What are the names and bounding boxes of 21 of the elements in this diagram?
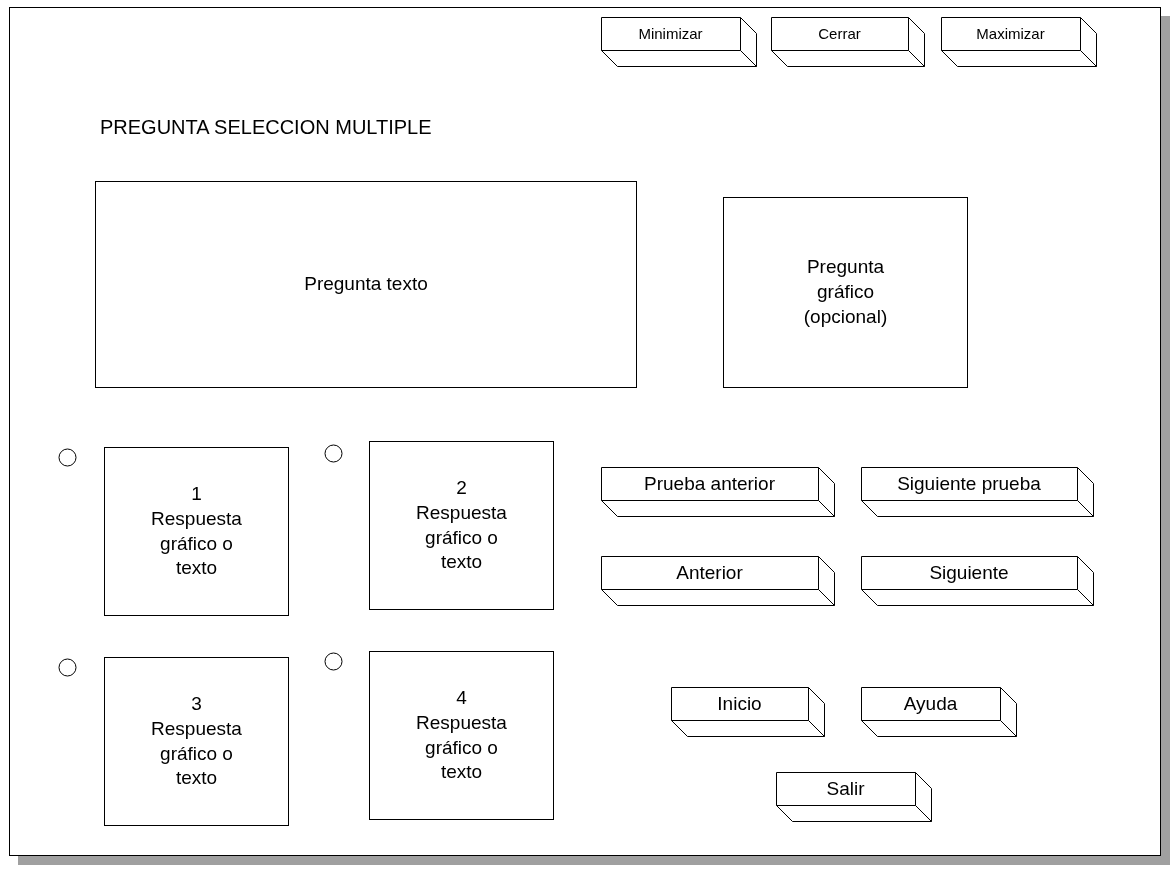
page-title: PREGUNTA SELECCION MULTIPLE [100,116,432,139]
content-box: 4 Respuesta gráfico o texto [369,651,554,820]
content-box: 3 Respuesta gráfico o texto [104,657,289,826]
button: Anterior [601,556,835,606]
content-box: 1 Respuesta gráfico o texto [104,447,289,616]
button: Siguiente prueba [861,467,1094,517]
radio-button [324,444,343,463]
button: Salir [776,772,932,822]
radio-button [324,652,343,671]
button: Cerrar [771,17,925,67]
button: Inicio [671,687,825,737]
content-box: Pregunta gráfico (opcional) [723,197,968,388]
content-box: Pregunta texto [95,181,637,388]
button: Siguiente [861,556,1094,606]
radio-button [58,448,77,467]
button: Maximizar [941,17,1097,67]
button: Ayuda [861,687,1017,737]
content-box: 2 Respuesta gráfico o texto [369,441,554,610]
button: Prueba anterior [601,467,835,517]
button: Minimizar [601,17,757,67]
radio-button [58,658,77,677]
